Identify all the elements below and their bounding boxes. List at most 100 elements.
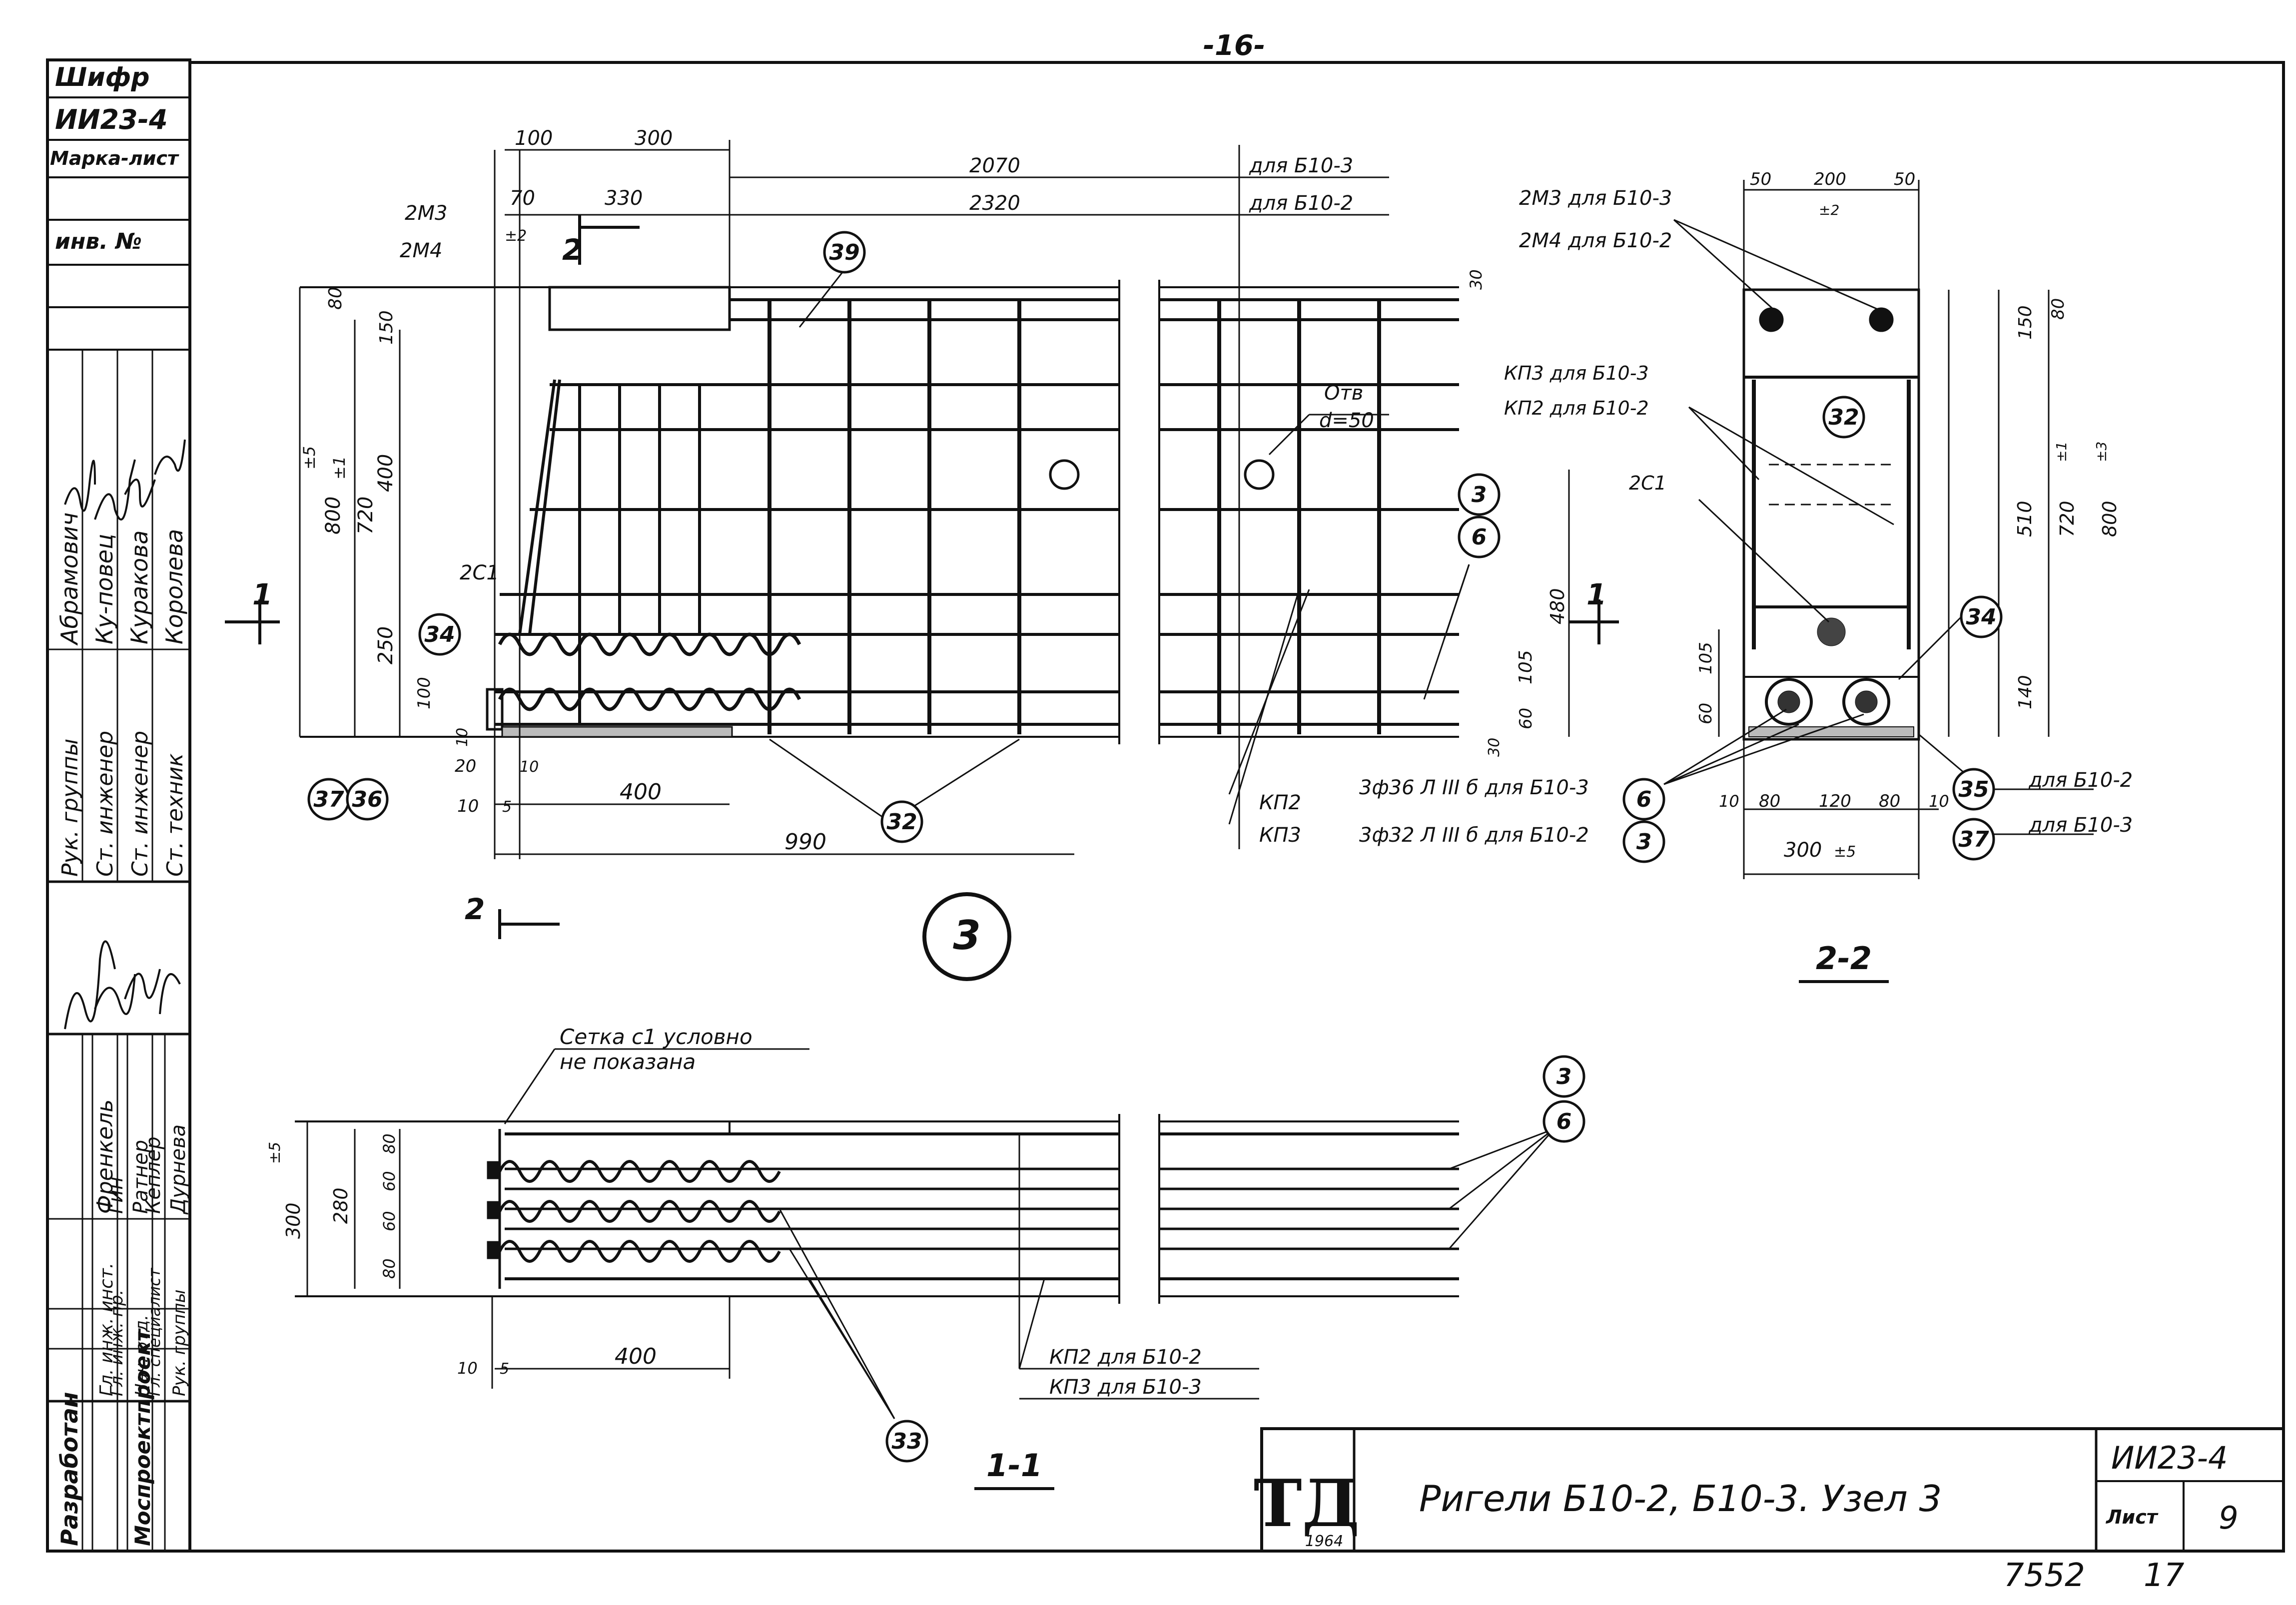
dim-2070: 2070 [969,154,1020,177]
title-st-inzhener-1: Ст. инженер [92,731,118,877]
dim-30-bottom: 30 [1486,738,1503,757]
tol-2: ±2 [505,227,527,245]
dim-100-left: 100 [414,677,434,709]
name-frenkel: Френкель [92,1099,118,1214]
dim-70: 70 [510,187,535,210]
dim-20: 20 [455,756,476,776]
section-1-right: 1 [1586,577,1606,611]
name-kepler: Кеплер [142,1136,165,1214]
title-ruk-gruppy-2: Рук. группы [169,1289,189,1396]
label-2c1-22: 2С1 [1629,472,1666,494]
dim-60-22: 60 [1696,703,1716,724]
tol-3-22: ±3 [2093,442,2110,462]
callout-37-22: 37 [1958,827,1989,852]
section-2-bottom: 2 [465,892,485,926]
label-2m4: 2М4 [400,239,442,262]
n37-for-b103: для Б10-3 [2028,814,2133,837]
callout-37: 37 [313,787,344,812]
dim-60-11b: 60 [380,1211,399,1231]
dim-80-22a: 80 [1759,791,1780,811]
dim-80-11a: 80 [380,1133,399,1154]
razrabotan-label: Разработан [56,1392,83,1546]
tol-5-22: ±5 [1834,843,1856,861]
dim-120: 120 [1819,791,1851,811]
dim-80-22: 80 [2048,298,2068,320]
dim-30-right: 30 [1467,269,1486,290]
dim-80-22b: 80 [1879,791,1900,811]
note-line-1: Сетка с1 условно [560,1025,753,1049]
dim-10-b2: 10 [457,796,479,816]
shifr-value: ИИ23-4 [55,104,168,135]
dim-80-left: 80 [325,287,346,310]
callouts [307,231,2003,1463]
kp3-for-b103-11: КП3 для Б10-3 [1049,1376,1202,1399]
callout-32-22: 32 [1828,405,1859,430]
footer-number-left: 7552 [2004,1557,2085,1594]
dim-720-22: 720 [2056,501,2078,537]
dim-510: 510 [2014,501,2036,537]
side-stamp [46,58,191,1553]
dim-100: 100 [515,127,553,150]
name-koroleva: Королева [161,529,188,644]
title-gl-spetsialist: Гл. специалист [145,1267,164,1396]
dim-10-b1: 10 [520,758,539,776]
label-kp2: КП2 [1259,791,1301,814]
dim-200: 200 [1814,169,1846,189]
dim-60-11a: 60 [380,1171,399,1191]
callout-6-b: 6 [1636,787,1652,812]
dim-2320: 2320 [969,192,1020,215]
drawing-code: ИИ23-4 [2111,1440,2228,1476]
page-number: -16- [1203,29,1265,62]
dim-400-11: 400 [615,1344,657,1369]
dim-300-22: 300 [1784,839,1822,862]
name-durneva: Дурнева [167,1124,190,1215]
dim-10-11: 10 [457,1359,478,1378]
dim-10-22b: 10 [1929,792,1949,811]
callout-32: 32 [886,809,917,835]
callout-3: 3 [1472,482,1487,508]
label-hole: Отв [1324,382,1363,405]
name-abramovich: Абрамович [56,513,83,646]
dim-60-right: 60 [1516,708,1536,729]
dim-280: 280 [330,1187,352,1224]
dim-720-left: 720 [354,497,377,535]
drawing-title: Ригели Б10-2, Б10-3. Узел 3 [1419,1478,1942,1520]
tol-1-left: ±1 [330,456,349,480]
dim-300-11: 300 [282,1202,304,1239]
label-2m3: 2М3 [405,202,447,225]
for-b102-top: для Б10-2 [1249,192,1353,215]
label-kp3: КП3 [1259,824,1301,847]
section-1-left: 1 [252,577,272,611]
view-3-label-circle [922,892,1011,981]
m4-for-b102: 2М4 для Б10-2 [1519,229,1672,252]
title-st-tekhnik: Ст. техник [162,753,188,877]
tol-5-left: ±5 [300,446,319,470]
view-1-1-structure [295,1048,1555,1419]
dim-50-right: 50 [1894,169,1915,189]
label-hole-d: d=50 [1319,409,1374,432]
dim-50-left: 50 [1750,169,1771,189]
kp2-for-b102: КП2 для Б10-2 [1504,397,1649,419]
dim-140: 140 [2015,675,2036,709]
name-kurakova: Куракова [126,531,153,645]
callout-35: 35 [1958,777,1989,802]
name-ratner: Ратнер [129,1140,152,1214]
callout-3-11: 3 [1556,1064,1572,1089]
td-logo-year: 1964 [1305,1533,1343,1550]
title-st-inzhener-2: Ст. инженер [127,731,153,877]
kp2-for-b102-11: КП2 для Б10-2 [1049,1346,1202,1369]
dim-400-bottom: 400 [620,779,662,805]
name-kupovets: Ку-повец [91,534,118,644]
dim-5-11: 5 [500,1360,509,1378]
dim-800-22: 800 [2099,501,2121,537]
dim-105-right: 105 [1516,650,1536,684]
note-line-2: не показана [560,1050,696,1074]
sheet-label: Лист [2106,1506,2159,1528]
dim-990: 990 [784,829,826,855]
marka-label: Марка-лист [50,147,179,169]
view-3-label: 3 [953,912,981,959]
signatures [64,439,186,1030]
n35-for-b102: для Б10-2 [2028,769,2133,792]
org-label: Моспроектпроект [130,1328,155,1546]
